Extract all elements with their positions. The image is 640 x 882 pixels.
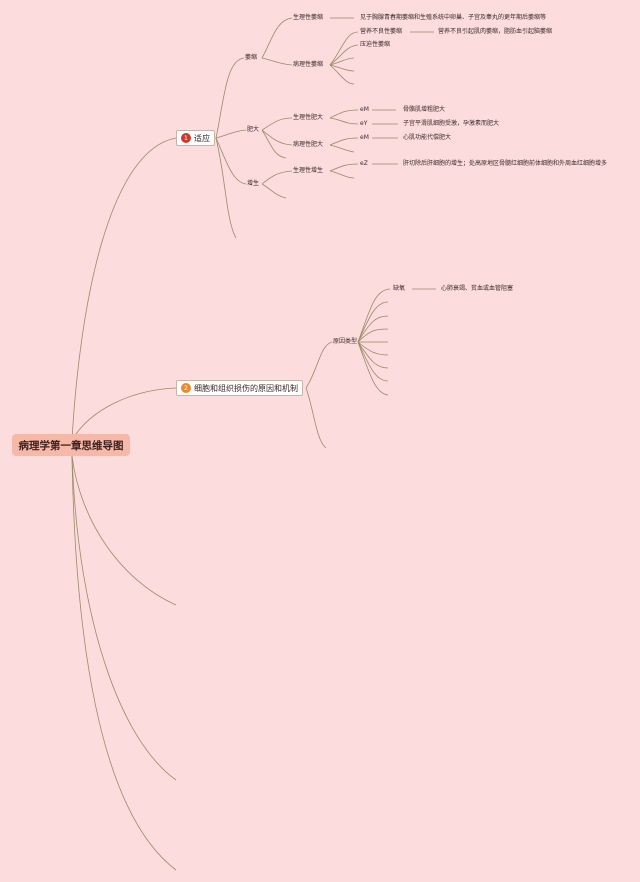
node-eZ-detail[interactable]: 肝切除后肝细胞的增生；处高原地区骨髓红细胞前体细胞和外周血红细胞增多 [403, 160, 608, 167]
link-feida-bingli [261, 129, 293, 146]
node-binglixing-feida[interactable]: 病理性肥大 [293, 141, 324, 148]
link-b2-yuanyin [305, 341, 333, 389]
link-root-empty-c [71, 455, 177, 871]
link-yy-e5 [357, 341, 389, 356]
node-yingyang-buliang-detail[interactable]: 营养不良引起肌肉萎缩，脂肪血引起脑萎缩 [438, 28, 553, 35]
number-1-badge: 1 [181, 133, 191, 143]
link-zs-empty [261, 183, 287, 199]
link-bl-empty1 [329, 57, 355, 66]
link-feida-shengli [261, 117, 293, 131]
node-eY-detail[interactable]: 子宫平滑肌细胞受激，孕激素而肥大 [403, 120, 500, 127]
root-node[interactable]: 病理学第一章思维导图 [12, 434, 130, 456]
node-shenglixing-weisuo-detail[interactable]: 见于胸腺青春期萎缩和生殖系统中卵巢、子宫及睾丸的更年期后萎缩等 [360, 14, 547, 21]
link-weisuo-shenglixing [261, 17, 293, 59]
node-feida[interactable]: 肥大 [247, 126, 260, 133]
link-b1-zengsheng [215, 137, 247, 185]
node-yingyang-buliang[interactable]: 营养不良性萎缩 [360, 28, 403, 35]
branch-adaptation[interactable]: 1 适应 [176, 130, 215, 146]
node-eM-2[interactable]: eM [360, 134, 369, 141]
node-queyang[interactable]: 缺氧 [393, 285, 406, 292]
link-yy-e6 [357, 341, 389, 369]
node-binglixing-weisuo[interactable]: 病理性萎缩 [293, 61, 324, 68]
node-shenglixing-weisuo[interactable]: 生理性萎缩 [293, 14, 324, 21]
root-title: 病理学第一章思维导图 [18, 439, 124, 452]
link-bl-empty2 [329, 64, 355, 72]
link-yy-e2 [357, 315, 389, 343]
link-b1-feida [215, 129, 247, 139]
link-blfd-eM [329, 137, 359, 146]
link-blfd-empty [329, 144, 355, 153]
node-eY[interactable]: eY [360, 120, 368, 127]
node-eZ[interactable]: eZ [360, 160, 368, 167]
link-root-empty-b [71, 455, 177, 781]
link-root-branch1 [71, 137, 177, 441]
node-eM-2-detail[interactable]: 心肌功能代偿肥大 [403, 134, 452, 141]
link-zs-shengli [261, 170, 293, 185]
node-queyang-detail[interactable]: 心肺衰竭、贫血或血管阻塞 [441, 285, 514, 292]
node-shenglixing-feida[interactable]: 生理性肥大 [293, 114, 324, 121]
link-feida-empty [261, 129, 287, 159]
branch-injury-causes[interactable]: 2 细胞和组织损伤的原因和机制 [176, 380, 303, 396]
node-shenglixing-zengsheng[interactable]: 生理性增生 [293, 167, 324, 174]
link-yy-e3 [357, 328, 389, 343]
node-weisuo[interactable]: 萎缩 [245, 54, 258, 61]
link-b1-empty [215, 137, 237, 239]
node-yapoxing[interactable]: 压迫性萎缩 [360, 41, 391, 48]
link-yy-queyang [357, 288, 391, 343]
link-root-branch2 [71, 387, 177, 441]
branch-label: 适应 [194, 133, 210, 143]
link-slzs-empty [329, 170, 355, 179]
link-yy-e7 [357, 341, 389, 382]
node-eM-detail[interactable]: 骨骼肌增粗肥大 [403, 106, 446, 113]
link-b2-empty [305, 387, 327, 449]
link-slzs-eZ [329, 163, 359, 172]
link-root-empty-a [71, 455, 177, 606]
link-b1-weisuo [215, 57, 245, 139]
node-yuanyin-leixing[interactable]: 原因类型 [333, 338, 358, 345]
link-weisuo-binglixing [261, 57, 293, 66]
link-slfd-eY [329, 117, 359, 125]
node-eM[interactable]: eM [360, 106, 369, 113]
branch-label: 细胞和组织损伤的原因和机制 [194, 383, 298, 393]
link-bl-yingyang [329, 31, 359, 66]
link-yy-e8 [357, 341, 389, 396]
node-zengsheng[interactable]: 增生 [247, 180, 260, 187]
link-yy-e1 [357, 301, 389, 343]
link-slfd-eM [329, 109, 359, 119]
number-2-badge: 2 [181, 383, 191, 393]
link-bl-empty3 [329, 64, 355, 85]
link-bl-yapo [329, 44, 359, 66]
